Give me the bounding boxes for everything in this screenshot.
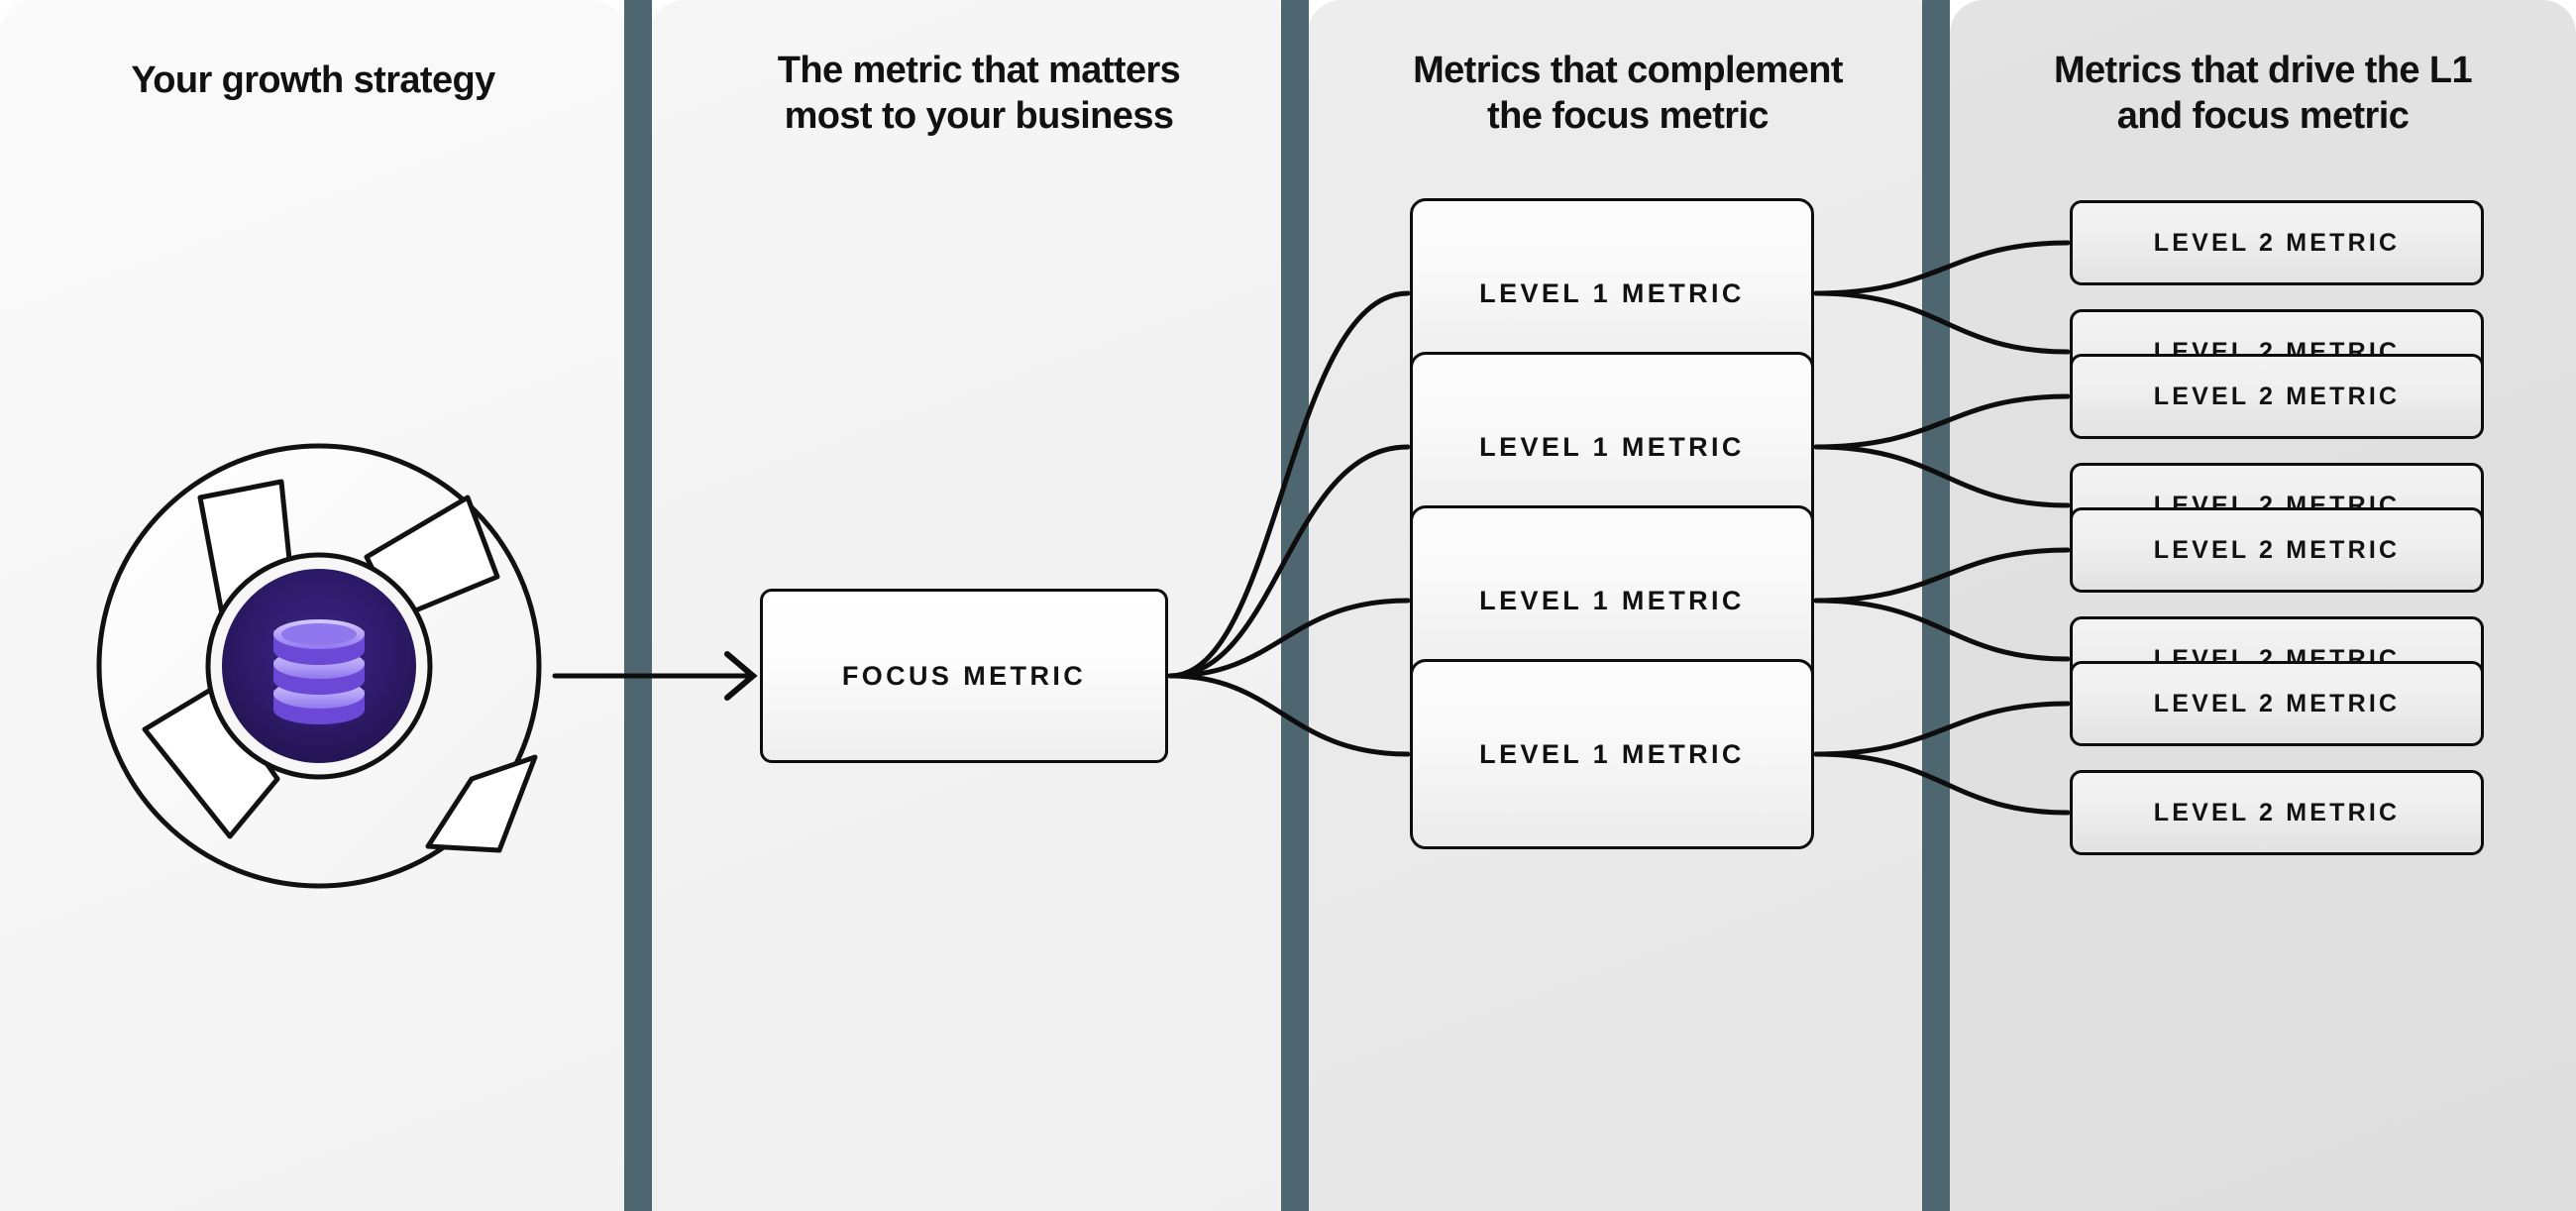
node-label: Focus Metric: [841, 660, 1087, 691]
column-header-line-1: Metrics that complement: [1413, 50, 1843, 91]
column-header-line: Your growth strategy: [131, 59, 495, 101]
column-header-line-1: The metric that matters: [777, 50, 1181, 91]
node-level2-metric-5[interactable]: Level 2 Metric: [2070, 507, 2484, 593]
column-divider-2: [1281, 0, 1309, 1211]
column-divider-1: [624, 0, 652, 1211]
column-header-line-2: and focus metric: [2116, 95, 2410, 138]
node-level1-metric-4[interactable]: Level 1 Metric: [1410, 659, 1814, 849]
database-glyph: [273, 619, 365, 724]
column-header-growth-strategy: Your growth strategy: [0, 57, 626, 103]
column-header-line-2: the focus metric: [1487, 95, 1770, 138]
column-header-complement-metrics: Metrics that complement the focus metric: [1308, 48, 1948, 140]
node-label: Level 1 Metric: [1479, 277, 1745, 308]
column-header-driver-metrics: Metrics that drive the L1 and focus metr…: [1950, 48, 2576, 140]
node-label: Level 1 Metric: [1479, 738, 1745, 769]
node-level2-metric-8[interactable]: Level 2 Metric: [2070, 770, 2484, 855]
aperture-database-icon: [83, 430, 555, 902]
node-label: Level 1 Metric: [1479, 585, 1745, 615]
node-label: Level 1 Metric: [1479, 431, 1745, 462]
node-focus-metric[interactable]: Focus Metric: [760, 589, 1168, 763]
column-header-focus-metric: The metric that matters most to your bus…: [650, 48, 1308, 140]
column-divider-3: [1922, 0, 1950, 1211]
node-level2-metric-3[interactable]: Level 2 Metric: [2070, 354, 2484, 439]
node-label: Level 2 Metric: [2153, 535, 2401, 564]
node-label: Level 2 Metric: [2153, 382, 2401, 410]
node-level2-metric-7[interactable]: Level 2 Metric: [2070, 661, 2484, 746]
column-panel-driver-metrics: [1950, 0, 2576, 1211]
column-header-line-2: most to your business: [784, 95, 1174, 138]
node-label: Level 2 Metric: [2153, 689, 2401, 717]
column-header-line-1: Metrics that drive the L1: [2053, 50, 2473, 91]
node-level2-metric-1[interactable]: Level 2 Metric: [2070, 200, 2484, 285]
node-label: Level 2 Metric: [2153, 798, 2401, 826]
node-label: Level 2 Metric: [2153, 228, 2401, 257]
